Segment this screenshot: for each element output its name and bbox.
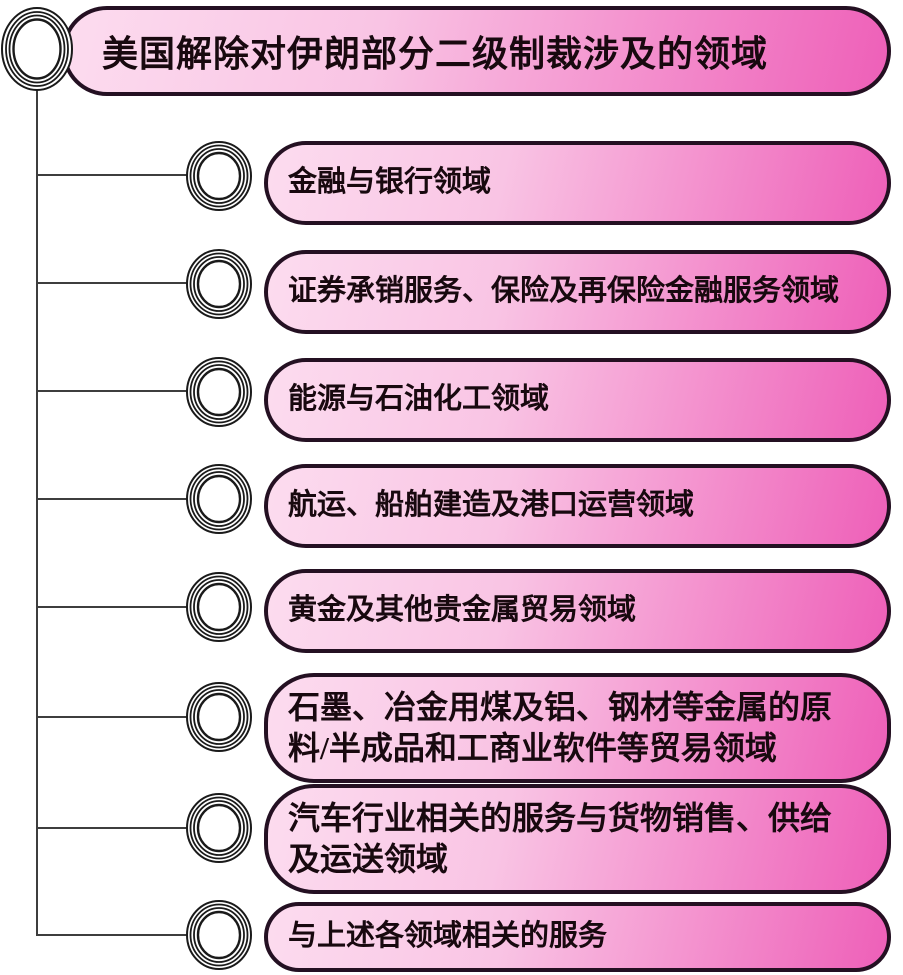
connector-branch-line bbox=[37, 498, 189, 500]
connector-vertical-line bbox=[36, 86, 38, 936]
concentric-rings-icon bbox=[186, 464, 252, 534]
item-label: 金融与银行领域 bbox=[288, 166, 492, 199]
item-pill: 汽车行业相关的服务与货物销售、供给 及运送领域 bbox=[264, 784, 891, 894]
connector-branch-line bbox=[37, 174, 189, 176]
concentric-rings-icon bbox=[186, 793, 252, 863]
connector-branch-line bbox=[37, 606, 189, 608]
connector-branch-line bbox=[37, 390, 189, 392]
title-pill: 美国解除对伊朗部分二级制裁涉及的领域 bbox=[62, 6, 891, 96]
concentric-rings-icon bbox=[186, 682, 252, 752]
item-pill: 石墨、冶金用煤及铝、钢材等金属的原 料/半成品和工商业软件等贸易领域 bbox=[264, 673, 891, 783]
connector-branch-line bbox=[37, 934, 189, 936]
item-pill: 证券承销服务、保险及再保险金融服务领域 bbox=[264, 250, 891, 334]
item-label: 石墨、冶金用煤及铝、钢材等金属的原 料/半成品和工商业软件等贸易领域 bbox=[288, 689, 833, 766]
item-pill: 黄金及其他贵金属贸易领域 bbox=[264, 569, 891, 653]
connector-branch-line bbox=[37, 282, 189, 284]
item-label: 能源与石油化工领域 bbox=[288, 383, 550, 416]
diagram-title: 美国解除对伊朗部分二级制裁涉及的领域 bbox=[102, 34, 769, 74]
item-label: 黄金及其他贵金属贸易领域 bbox=[288, 594, 637, 627]
concentric-rings-icon bbox=[186, 357, 252, 427]
item-pill: 能源与石油化工领域 bbox=[264, 358, 891, 442]
item-pill: 金融与银行领域 bbox=[264, 141, 891, 225]
connector-branch-line bbox=[37, 827, 189, 829]
concentric-rings-icon bbox=[186, 249, 252, 319]
item-pill: 与上述各领域相关的服务 bbox=[264, 902, 891, 972]
item-pill: 航运、船舶建造及港口运营领域 bbox=[264, 464, 891, 548]
concentric-rings-icon bbox=[186, 900, 252, 970]
concentric-rings-icon bbox=[186, 141, 252, 211]
item-label: 与上述各领域相关的服务 bbox=[288, 920, 608, 953]
connector-branch-line bbox=[37, 716, 189, 718]
item-label: 汽车行业相关的服务与货物销售、供给 及运送领域 bbox=[288, 800, 833, 877]
concentric-rings-icon bbox=[1, 7, 73, 91]
item-label: 航运、船舶建造及港口运营领域 bbox=[288, 489, 695, 522]
concentric-rings-icon bbox=[186, 572, 252, 642]
item-label: 证券承销服务、保险及再保险金融服务领域 bbox=[288, 275, 840, 308]
